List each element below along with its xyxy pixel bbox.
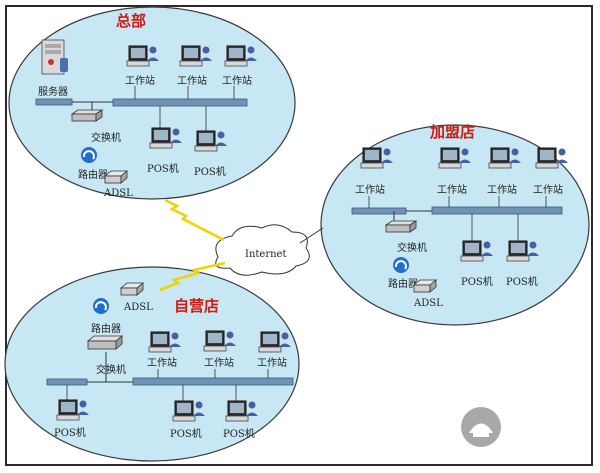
franchise-workstation-label-1: 工作站 — [355, 183, 385, 196]
franchise-title: 加盟店 — [429, 123, 475, 141]
hq-server-uplink — [35, 98, 73, 106]
hq-adsl-icon — [104, 170, 128, 184]
own-workstation-label-3: 工作站 — [257, 356, 287, 369]
watermark-url: luyouqi.com — [515, 438, 576, 449]
hq-server-icon — [41, 39, 68, 75]
hq-switch-label: 交换机 — [91, 131, 121, 144]
franchise-router-icon — [392, 256, 410, 274]
watermark-name: 路由器 — [507, 412, 574, 438]
franchise-pos-label-2: POS机 — [506, 275, 538, 288]
link-franchise — [299, 227, 324, 244]
hq-router-label: 路由器 — [78, 168, 108, 181]
link-hq-lightning — [164, 198, 225, 242]
own-uplink-bus — [46, 378, 88, 386]
hq-workstation-label-1: 工作站 — [125, 74, 155, 87]
franchise-workstation-label-2: 工作站 — [437, 183, 467, 196]
hq-title: 总部 — [116, 12, 146, 30]
watermark: 路由器 luyouqi.com — [461, 407, 576, 449]
franchise-switch-label: 交换机 — [397, 241, 427, 254]
own-router-label: 路由器 — [91, 322, 121, 335]
franchise-router-label: 路由器 — [388, 277, 418, 290]
own-adsl-icon — [120, 282, 144, 296]
own-store-title: 自营店 — [174, 297, 219, 315]
own-workstation-label-1: 工作站 — [147, 356, 177, 369]
internet-label: Internet — [245, 249, 286, 260]
franchise-adsl-label: ADSL — [413, 298, 443, 309]
franchise-network-bus — [431, 206, 563, 215]
hq-network-bus — [112, 98, 248, 107]
franchise-switch-icon — [385, 220, 417, 233]
own-switch-icon — [86, 335, 124, 350]
own-router-icon — [92, 297, 110, 315]
hq-adsl-label: ADSL — [103, 188, 133, 199]
own-adsl-label: ADSL — [123, 302, 153, 313]
hq-router-icon — [80, 146, 98, 164]
hq-server-label: 服务器 — [38, 85, 68, 98]
hq-pos-label-1: POS机 — [147, 162, 179, 175]
own-network-bus — [132, 377, 294, 386]
own-workstation-label-2: 工作站 — [204, 356, 234, 369]
franchise-zone — [320, 124, 590, 326]
own-pos-label-1: POS机 — [54, 426, 86, 439]
franchise-workstation-label-3: 工作站 — [487, 183, 517, 196]
franchise-pos-label-1: POS机 — [461, 275, 493, 288]
franchise-uplink-bus — [351, 207, 407, 215]
own-pos-label-3: POS机 — [223, 427, 255, 440]
own-pos-label-2: POS机 — [170, 427, 202, 440]
franchise-workstation-icon-4 — [535, 147, 569, 169]
franchise-adsl-icon — [413, 279, 437, 293]
hq-pos-label-2: POS机 — [194, 165, 226, 178]
hq-workstation-label-3: 工作站 — [222, 74, 252, 87]
internet-cloud — [215, 224, 310, 276]
franchise-workstation-label-4: 工作站 — [533, 183, 563, 196]
hq-switch-icon — [71, 109, 103, 122]
own-store-zone — [4, 266, 300, 462]
own-switch-label: 交换机 — [96, 363, 126, 376]
hq-workstation-label-2: 工作站 — [177, 74, 207, 87]
link-own-lightning — [159, 261, 226, 292]
